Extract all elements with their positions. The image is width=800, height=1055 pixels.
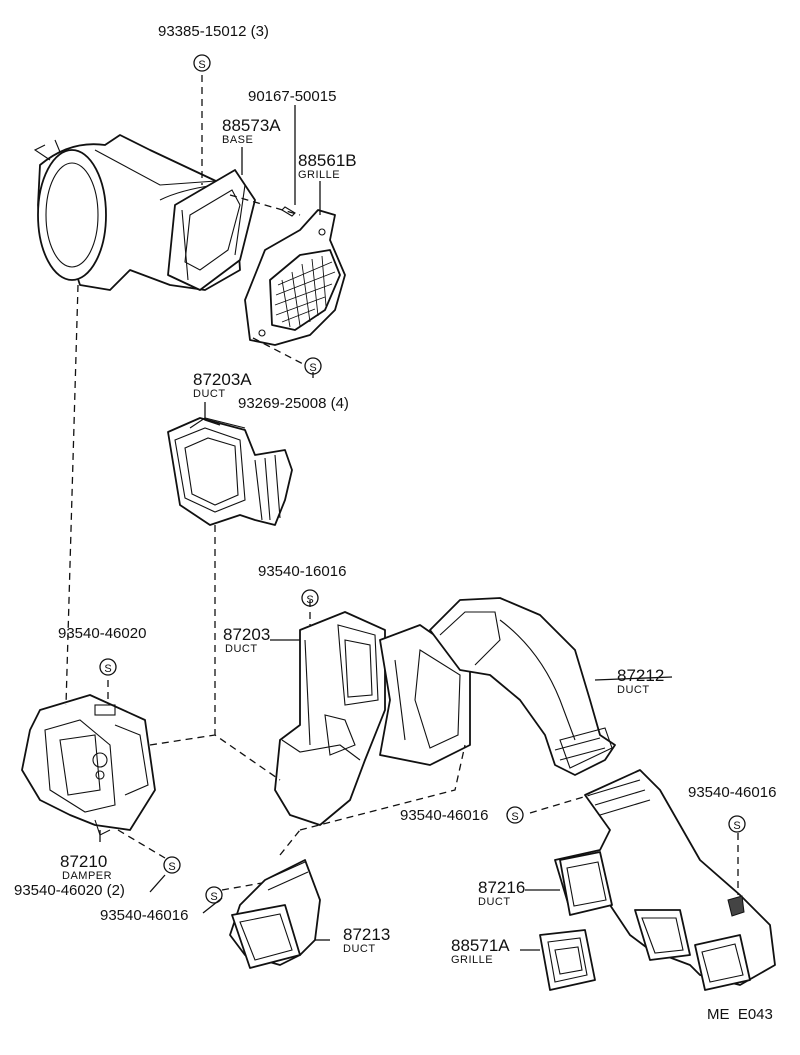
duct-87203a	[167, 417, 293, 526]
label-87216-duct: DUCT	[478, 896, 511, 908]
grille-88571a	[539, 929, 596, 991]
damper-87210	[21, 694, 156, 836]
leader-lines	[99, 105, 673, 951]
label-93540-46016-mid: 93540-46016	[400, 807, 488, 824]
screw-marker-46020-2: S	[163, 856, 181, 874]
label-88571a: 88571A	[451, 936, 510, 955]
label-87216: 87216	[478, 878, 525, 897]
label-87203-duct: DUCT	[225, 643, 258, 655]
duct-87203	[274, 611, 386, 826]
label-damper: DAMPER	[62, 870, 112, 882]
screw-marker-46016-low: S	[205, 886, 223, 904]
screw-marker-46016-mid: S	[506, 806, 524, 824]
center-bracket	[379, 624, 471, 766]
label-base: BASE	[222, 134, 253, 146]
label-87212: 87212	[617, 666, 664, 685]
labels: 93385-15012 (3) 90167-50015 88573A BASE …	[14, 23, 776, 1023]
label-87212-duct: DUCT	[617, 684, 650, 696]
duct-87216	[554, 769, 776, 991]
screw-icon	[281, 206, 296, 217]
screw-markers: S S S S S S S S	[99, 54, 746, 904]
label-87203a-duct: DUCT	[193, 388, 226, 400]
label-93540-46016-right: 93540-46016	[688, 784, 776, 801]
screw-marker-top: S	[193, 54, 211, 72]
svg-text:S: S	[168, 861, 175, 873]
label-88573a: 88573A	[222, 116, 281, 135]
label-87213-duct: DUCT	[343, 943, 376, 955]
svg-text:S: S	[733, 820, 740, 832]
base-88573a	[167, 169, 256, 291]
duct-87212	[429, 597, 616, 776]
label-88571a-grille: GRILLE	[451, 954, 493, 966]
label-93385-15012: 93385-15012 (3)	[158, 23, 269, 40]
svg-text:S: S	[306, 594, 313, 606]
label-93540-46016-low: 93540-46016	[100, 907, 188, 924]
diagram-code: ME E043	[707, 1006, 773, 1023]
label-87210: 87210	[60, 852, 107, 871]
grille-88561b	[244, 209, 346, 346]
svg-text:S: S	[210, 891, 217, 903]
label-90167-50015: 90167-50015	[248, 88, 336, 105]
label-87203a: 87203A	[193, 370, 252, 389]
svg-text:S: S	[198, 59, 205, 71]
label-grille: GRILLE	[298, 169, 340, 181]
label-87213: 87213	[343, 925, 390, 944]
label-88561b: 88561B	[298, 151, 357, 170]
screw-marker-93269: S	[304, 357, 322, 375]
label-93540-46020-2: 93540-46020 (2)	[14, 882, 125, 899]
svg-text:S: S	[309, 362, 316, 374]
screw-marker-16016: S	[301, 589, 319, 607]
svg-text:S: S	[104, 663, 111, 675]
connection-lines	[65, 75, 739, 895]
screw-marker-46020: S	[99, 658, 117, 676]
screw-marker-46016-right: S	[728, 815, 746, 833]
label-93540-46020: 93540-46020	[58, 625, 146, 642]
label-87203: 87203	[223, 625, 270, 644]
label-93269-25008: 93269-25008 (4)	[238, 395, 349, 412]
duct-87213	[229, 859, 321, 969]
svg-text:S: S	[511, 811, 518, 823]
label-93540-16016: 93540-16016	[258, 563, 346, 580]
